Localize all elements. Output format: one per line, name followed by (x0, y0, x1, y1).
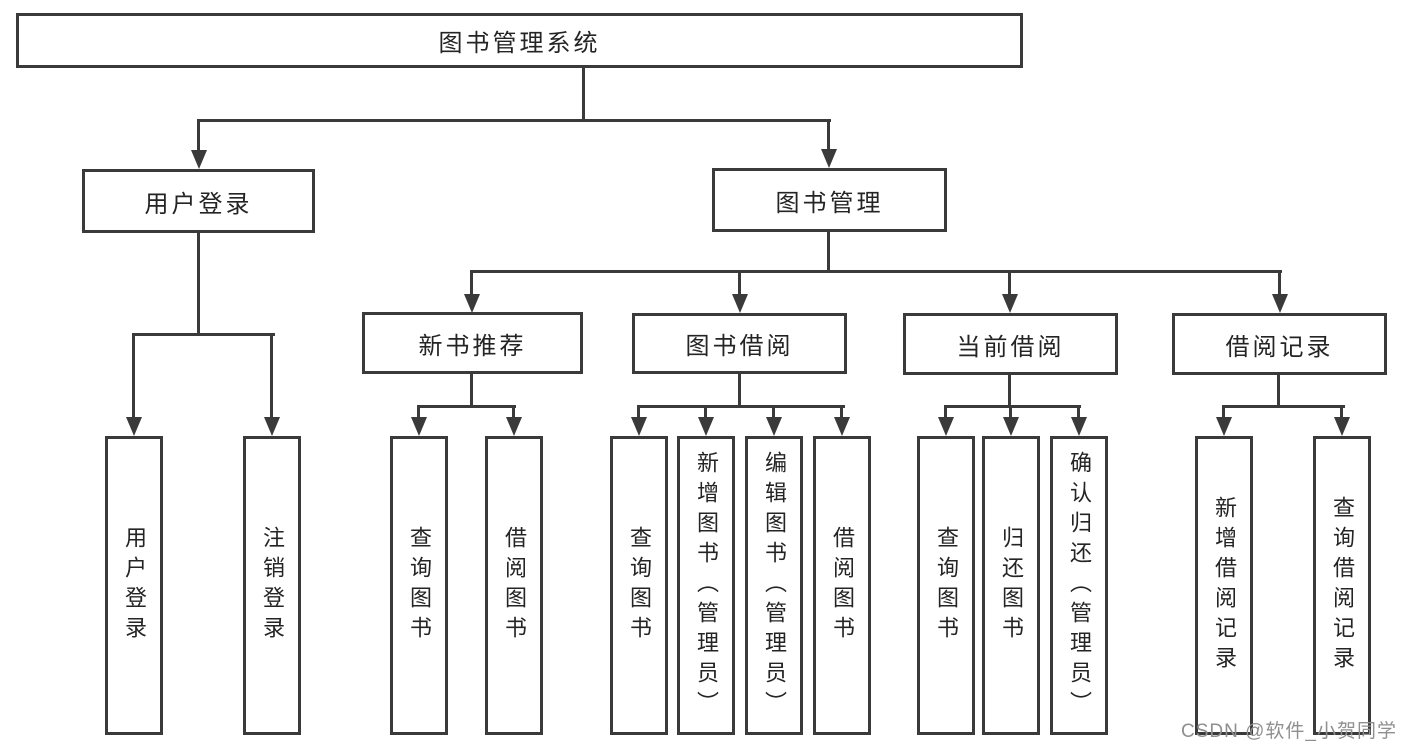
connector-line (738, 374, 741, 407)
leaf-return-books: 归还图书 (982, 436, 1040, 735)
arrow-down-icon (464, 294, 480, 313)
leaf-query-books-current-label: 查询图书 (934, 525, 959, 646)
leaf-borrow-books-borrowing-label: 借阅图书 (830, 525, 855, 646)
leaf-confirm-return-admin: 确认归还（管理员） (1050, 436, 1108, 735)
leaf-confirm-return-admin-label: 确认归还（管理员） (1067, 450, 1092, 721)
arrow-down-icon (821, 149, 837, 168)
node-current-borrowing: 当前借阅 (903, 313, 1118, 375)
connector-line (197, 233, 200, 336)
watermark: CSDN @软件_小贺同学 (1181, 721, 1397, 742)
connector-line (1008, 375, 1011, 407)
leaf-return-books-label: 归还图书 (999, 525, 1024, 646)
node-book-management: 图书管理 (712, 168, 947, 232)
arrow-down-icon (1216, 417, 1232, 436)
leaf-add-book-admin-label: 新增图书（管理员） (694, 450, 719, 721)
leaf-query-books-recommend-label: 查询图书 (407, 525, 432, 646)
leaf-edit-book-admin: 编辑图书（管理员） (745, 436, 803, 735)
leaf-logout: 注销登录 (243, 436, 301, 735)
connector-line (132, 333, 275, 336)
connector-line (470, 270, 473, 295)
arrow-down-icon (1334, 417, 1350, 436)
connector-line (1009, 405, 1012, 418)
leaf-add-borrow-record: 新增借阅记录 (1195, 436, 1253, 735)
leaf-user-login: 用户登录 (105, 436, 163, 735)
leaf-add-borrow-record-label: 新增借阅记录 (1212, 495, 1237, 676)
node-root: 图书管理系统 (16, 13, 1023, 68)
connector-line (470, 270, 1282, 273)
connector-line (944, 405, 1081, 408)
leaf-borrow-books-borrowing: 借阅图书 (813, 436, 871, 735)
connector-line (512, 405, 515, 418)
connector-line (637, 405, 845, 408)
arrow-down-icon (191, 150, 207, 169)
leaf-query-books-borrowing: 查询图书 (610, 436, 668, 735)
arrow-down-icon (834, 417, 850, 436)
leaf-query-books-borrowing-label: 查询图书 (627, 525, 652, 646)
leaf-query-books-current: 查询图书 (917, 436, 975, 735)
arrow-down-icon (411, 417, 427, 436)
connector-line (827, 232, 830, 273)
leaf-query-borrow-record-label: 查询借阅记录 (1330, 495, 1355, 676)
connector-line (270, 333, 273, 417)
node-borrowing-records: 借阅记录 (1172, 313, 1387, 375)
leaf-user-login-label: 用户登录 (122, 525, 147, 646)
connector-line (1277, 375, 1280, 407)
connector-line (132, 333, 135, 417)
connector-line (582, 68, 585, 121)
arrow-down-icon (1002, 294, 1018, 313)
connector-line (944, 405, 947, 418)
connector-line (704, 405, 707, 418)
leaf-logout-label: 注销登录 (260, 525, 285, 646)
node-book-borrowing: 图书借阅 (632, 313, 847, 374)
node-book-management-label: 图书管理 (775, 189, 884, 217)
connector-line (1340, 405, 1343, 418)
connector-line (827, 119, 830, 150)
leaf-add-book-admin: 新增图书（管理员） (677, 436, 735, 735)
node-root-label: 图书管理系统 (438, 30, 601, 57)
arrow-down-icon (1003, 417, 1019, 436)
connector-line (470, 374, 473, 407)
arrow-down-icon (126, 417, 142, 436)
node-current-borrowing-label: 当前借阅 (956, 333, 1065, 361)
leaf-edit-book-admin-label: 编辑图书（管理员） (762, 450, 787, 721)
connector-line (417, 405, 516, 408)
arrow-down-icon (264, 417, 280, 436)
node-user-login: 用户登录 (82, 169, 315, 233)
arrow-down-icon (1272, 294, 1288, 313)
node-user-login-label: 用户登录 (144, 190, 253, 218)
connector-line (840, 405, 843, 418)
node-new-book-recommend: 新书推荐 (362, 312, 583, 374)
arrow-down-icon (631, 417, 647, 436)
arrow-down-icon (938, 417, 954, 436)
leaf-query-books-recommend: 查询图书 (390, 436, 448, 735)
connector-line (772, 405, 775, 418)
arrow-down-icon (506, 417, 522, 436)
arrow-down-icon (766, 417, 782, 436)
arrow-down-icon (732, 294, 748, 313)
connector-line (197, 119, 200, 150)
arrow-down-icon (698, 417, 714, 436)
leaf-query-borrow-record: 查询借阅记录 (1313, 436, 1371, 735)
connector-line (1008, 270, 1011, 295)
connector-line (1077, 405, 1080, 418)
connector-line (197, 119, 831, 122)
leaf-borrow-books-recommend: 借阅图书 (485, 436, 543, 735)
node-book-borrowing-label: 图书借阅 (685, 333, 794, 360)
connector-line (417, 405, 420, 418)
connector-line (1278, 270, 1281, 295)
leaf-borrow-books-recommend-label: 借阅图书 (502, 525, 527, 646)
connector-line (637, 405, 640, 418)
node-new-book-recommend-label: 新书推荐 (418, 332, 527, 360)
connector-line (1222, 405, 1345, 408)
arrow-down-icon (1071, 417, 1087, 436)
connector-line (1222, 405, 1225, 418)
node-borrowing-records-label: 借阅记录 (1225, 333, 1334, 361)
connector-line (738, 270, 741, 295)
